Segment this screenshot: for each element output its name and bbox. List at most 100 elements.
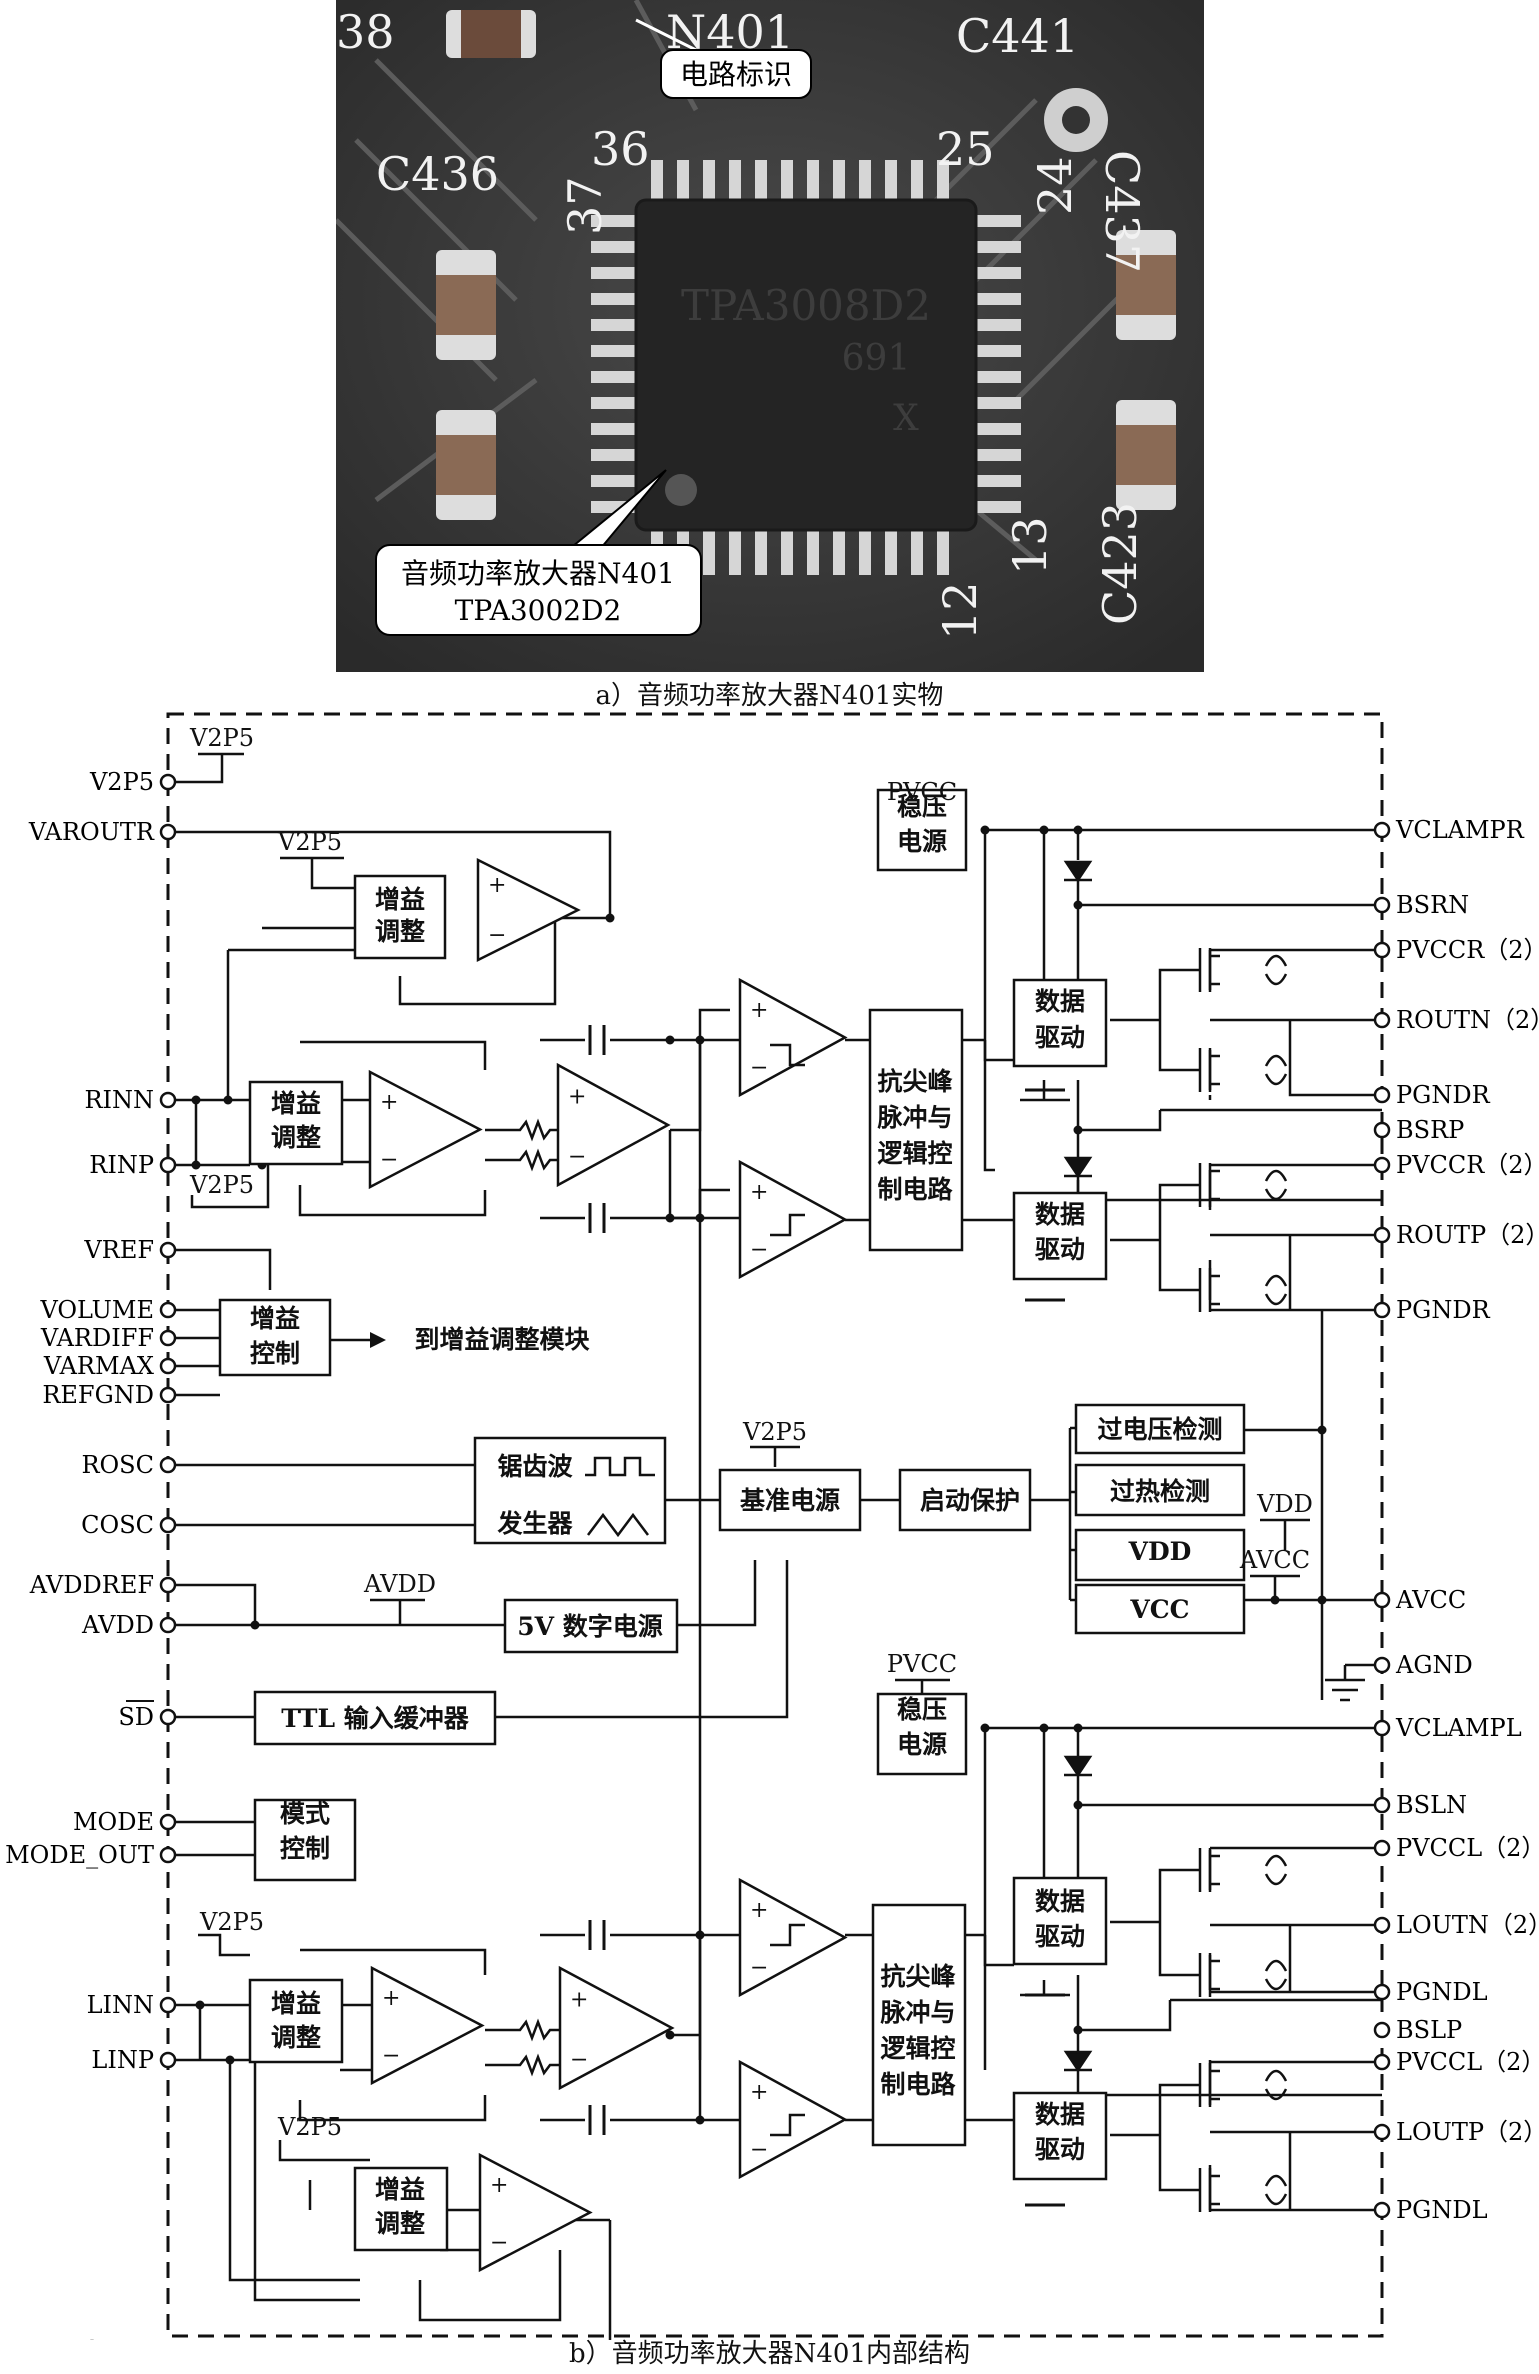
ic-body (634, 198, 978, 532)
circuit-block (876, 788, 968, 872)
silk-label: 36 (591, 122, 650, 176)
ic-pin (807, 160, 819, 200)
silk-label: 12 (933, 581, 987, 640)
net-label-v2p5: V2P5 (277, 828, 342, 856)
gain-adjust-block: 增益调整 (271, 1089, 321, 1152)
pin-label-right: BSRP (1396, 1116, 1464, 1144)
svg-text:数据: 数据 (1035, 1887, 1085, 1916)
ic-pin (976, 345, 1021, 357)
pin-label-right: PVCCR（2） (1396, 1151, 1539, 1179)
ic-pin (976, 293, 1021, 305)
op-amp-plus: + (750, 1180, 768, 1205)
pin-label-left: MODE (73, 1808, 154, 1836)
ground-icon (1025, 1088, 1065, 2207)
smd-component (1116, 230, 1176, 340)
silk-label: C436 (376, 147, 499, 201)
circuit-block (1074, 1403, 1246, 1455)
pin-terminal (1373, 1226, 1391, 1244)
op-amp-minus: − (750, 1237, 768, 1262)
net-label-avdd: AVDD (363, 1570, 436, 1598)
pin-terminal (159, 1708, 177, 1726)
op-amp-plus: + (382, 1986, 400, 2011)
gain-adjust-block: 增益调整 (375, 885, 425, 946)
ic-pin (976, 449, 1021, 461)
pin-label-left: COSC (81, 1511, 154, 1539)
circuit-block (1012, 1191, 1108, 1281)
ic-pin (781, 530, 793, 575)
pin-terminal (1373, 2123, 1391, 2141)
square-wave-icon (585, 1456, 655, 1477)
pin-terminal (159, 1846, 177, 1864)
pin-terminal (1373, 2021, 1391, 2039)
triangle-wave-icon (587, 1512, 649, 1538)
pin-label-left: LINN (87, 1991, 154, 2019)
op-amp-icon (558, 1965, 675, 2091)
net-label-v2p5: V2P5 (277, 2113, 342, 2141)
reference-supply-block: 基准电源 (740, 1486, 840, 1515)
op-amp-icon (370, 1965, 485, 2086)
pin-label-right: PGNDL (1396, 2196, 1488, 2224)
ttl-input-buffer-block: TTL 输入缓冲器 (281, 1704, 470, 1733)
op-amp-icon (738, 1159, 848, 1280)
circuit-block (876, 1692, 968, 1776)
op-amp-icon (368, 1069, 483, 1190)
svg-text:增益: 增益 (375, 885, 425, 914)
net-label-v2p5: V2P5 (189, 1171, 254, 1199)
circuit-block (248, 1978, 344, 2064)
silk-label: C437 (1095, 150, 1149, 273)
svg-text:数据: 数据 (1035, 987, 1085, 1016)
circuit-block (1012, 1876, 1108, 1966)
svg-text:模式: 模式 (280, 1799, 330, 1828)
ic-pin (937, 530, 949, 575)
pin-label-right: VCLAMPR (1395, 816, 1525, 844)
circuit-block (1074, 1463, 1246, 1517)
ic-pin (591, 215, 636, 227)
svg-text:逻辑控: 逻辑控 (877, 1139, 952, 1168)
ic-pin (976, 501, 1021, 513)
smd-component (446, 10, 536, 58)
net-label-pvcc: PVCC (887, 1650, 957, 1678)
svg-text:数据: 数据 (1035, 1200, 1085, 1229)
callout-amplifier: 音频功率放大器N401 TPA3002D2 (375, 469, 702, 636)
svg-text:抗尖峰: 抗尖峰 (880, 1962, 955, 1991)
pin-label-left: VAROUTL (30, 2336, 154, 2340)
ic-pin (833, 530, 845, 575)
circuit-block (503, 1598, 679, 1654)
pin-terminal (159, 1386, 177, 1404)
pin-terminal (159, 1301, 177, 1319)
circuit-block (353, 874, 447, 960)
pin-terminal (1373, 1156, 1391, 1174)
pin-label-right: PGNDR (1396, 1081, 1491, 1109)
ic-pin (651, 160, 663, 200)
pin-terminal (1373, 1983, 1391, 2001)
pin-label-left: VARMAX (43, 1352, 154, 1380)
svg-text:制电路: 制电路 (880, 2070, 956, 2099)
circuit-block (218, 1298, 332, 1377)
net-label-v2p5: V2P5 (742, 1418, 807, 1446)
pin-terminal (1373, 1656, 1391, 1674)
ic-pin (591, 267, 636, 279)
chip-marking-1: TPA3008D2 (681, 281, 931, 330)
pin-terminal (159, 773, 177, 791)
net-label-avcc: AVCC (1239, 1546, 1310, 1574)
net-label-vdd: VDD (1256, 1490, 1313, 1518)
overvoltage-detect-block: 过电压检测 (1097, 1415, 1222, 1444)
net-label-pvcc: PVCC (887, 778, 957, 806)
caption-photo: a）音频功率放大器N401实物 (595, 681, 944, 711)
pin-label-right: PVCCR（2） (1396, 936, 1539, 964)
svg-text:电源: 电源 (897, 827, 947, 856)
ic-pin (591, 293, 636, 305)
silk-label: 37 (558, 176, 612, 235)
pin-label-right: ROUTP（2） (1396, 1221, 1539, 1249)
ic-pin (591, 345, 636, 357)
pin-terminal (1373, 821, 1391, 839)
svg-text:驱动: 驱动 (1035, 2135, 1085, 2164)
pin-terminal (1373, 1719, 1391, 1737)
pin-label-right: BSLP (1396, 2016, 1462, 2044)
pin-terminal (159, 823, 177, 841)
op-amp-icon (556, 1062, 671, 1188)
